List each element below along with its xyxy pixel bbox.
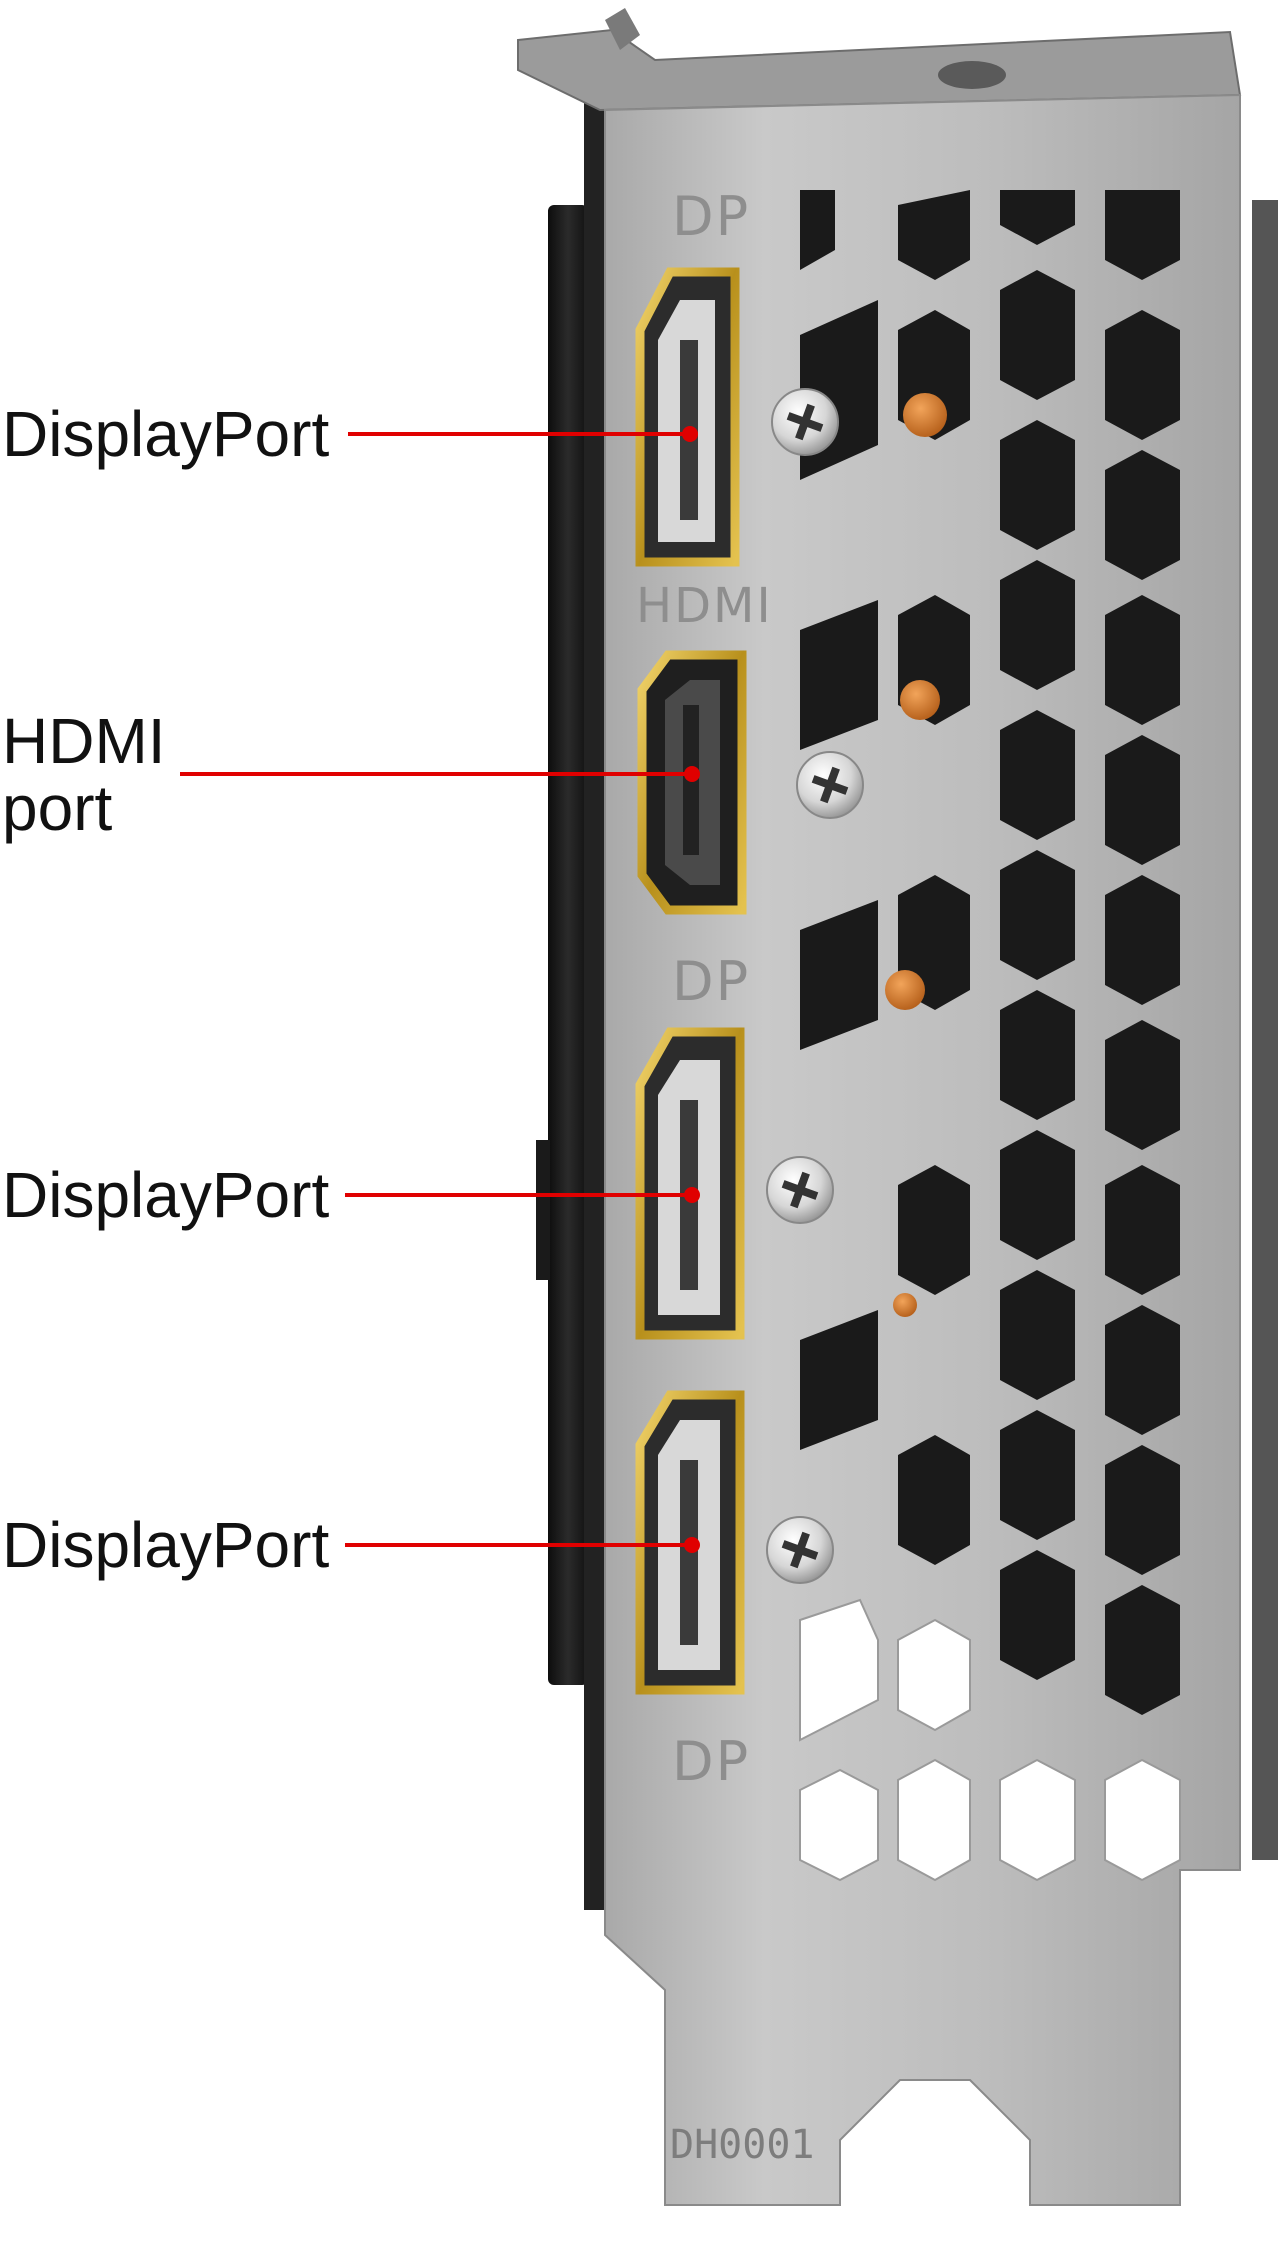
- leader-dot-4: [684, 1537, 700, 1553]
- bracket-label-dp-2: DP: [672, 950, 750, 1013]
- displayport-connector-1: [635, 267, 740, 567]
- callout-labels: DisplayPort HDMI port DisplayPort Displa…: [2, 398, 329, 1581]
- callout-label-displayport-3: DisplayPort: [2, 1509, 329, 1581]
- callout-label-hdmi-line2: port: [2, 772, 113, 844]
- bracket-labels: DP HDMI DP DP DH0001: [636, 185, 815, 2168]
- bracket-label-hdmi: HDMI: [636, 578, 773, 634]
- hdmi-connector: [637, 650, 747, 915]
- bracket-plate: [604, 93, 1241, 2206]
- bracket-stamp: DH0001: [670, 2122, 815, 2168]
- bracket-label-dp-1: DP: [672, 185, 750, 248]
- displayport-connector-2: [635, 1027, 745, 1340]
- right-edge: [1252, 200, 1278, 1860]
- callout-label-hdmi: HDMI: [2, 705, 166, 777]
- leader-dot-2: [684, 766, 700, 782]
- callout-label-displayport-2: DisplayPort: [2, 1159, 329, 1231]
- callout-dots: [682, 426, 700, 1553]
- bracket-top-tab: [517, 8, 1242, 112]
- heatpipes: [885, 393, 947, 1317]
- screws: [766, 388, 864, 1584]
- leader-dot-3: [684, 1187, 700, 1203]
- callout-label-displayport-1: DisplayPort: [2, 398, 329, 470]
- callout-leaders: [180, 432, 690, 1547]
- leader-dot-1: [682, 426, 698, 442]
- vent-cutouts-lower: [799, 1598, 1181, 1882]
- cooler-shroud: [536, 90, 606, 1910]
- bracket-label-dp-3: DP: [672, 1730, 750, 1793]
